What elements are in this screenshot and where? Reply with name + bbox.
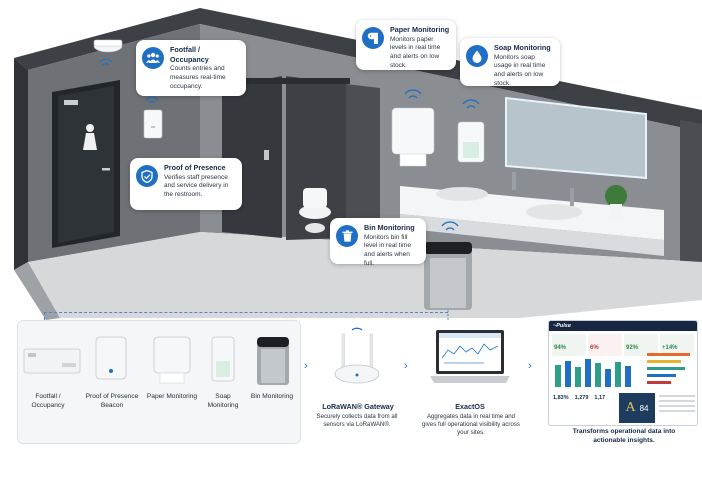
devices-panel: Footfall / Occupancy Proof of Presence B…: [17, 320, 301, 444]
device-label-presence: Proof of Presence Beacon: [85, 393, 139, 409]
stat-2: 1,279: [574, 395, 589, 401]
callout-bin-text: Monitors bin fill level in real time and…: [364, 233, 411, 268]
grade-letter: A: [625, 400, 636, 415]
kpi-1: 94%: [554, 345, 567, 351]
paper-roll-icon: [362, 27, 384, 49]
callout-soap-text: Monitors soap usage in real time and ale…: [494, 53, 546, 88]
smart-bin-image: [257, 337, 289, 385]
wifi-signals: [99, 58, 480, 231]
insights-desc: Transforms operational data into actiona…: [572, 428, 676, 444]
toilet-stalls: [220, 76, 380, 240]
soap-dispenser-image: [211, 336, 235, 382]
stat-1: 1,83%: [553, 395, 569, 401]
callout-presence-title: Proof of Presence: [164, 163, 226, 172]
exactos-laptop-image: [430, 330, 510, 383]
kpi-4: +14%: [662, 345, 678, 351]
callout-presence-text: Verifies staff presence and service deli…: [164, 173, 229, 199]
grade-score: 84: [639, 403, 649, 413]
paper-dispenser-image: [153, 336, 191, 384]
exactos-title: ExactOS: [455, 402, 485, 411]
callout-paper: Paper Monitoring Monitors paper levels i…: [356, 20, 456, 70]
callout-footfall-text: Counts entries and measures real-time oc…: [170, 65, 226, 90]
soap-drop-icon: [466, 45, 488, 67]
soap-dispenser: [457, 121, 485, 163]
pulse-dashboard: ~Pulse 94% 6% 92% +14% 1,83% 1,279 1,17 …: [548, 320, 698, 426]
restroom-door: [52, 80, 120, 248]
callout-bin: Bin Monitoring Monitors bin fill level i…: [330, 218, 426, 267]
callout-bin-title: Bin Monitoring: [364, 223, 415, 232]
dashboard-brand: ~Pulse: [553, 323, 571, 329]
device-label-paper: Paper Monitoring: [146, 393, 198, 400]
arrow-right-icon: ›: [404, 360, 408, 372]
paper-dispenser: [391, 107, 435, 167]
trash-icon: [336, 225, 358, 247]
gateway-desc: Securely collects data from all sensors …: [316, 413, 398, 429]
callout-paper-text: Monitors paper levels in real time and a…: [390, 35, 441, 70]
callout-footfall: Footfall / Occupancy Counts entries and …: [136, 40, 246, 96]
presence-beacon-image: [95, 336, 127, 380]
device-label-footfall: Footfall / Occupancy: [31, 393, 65, 409]
lorawan-gateway-image: [334, 327, 380, 384]
restroom-illustration: [14, 8, 702, 320]
callout-presence: Proof of Presence Verifies staff presenc…: [130, 158, 242, 210]
people-icon: [142, 47, 164, 69]
stat-3: 1,17: [594, 395, 606, 401]
smart-bin: [424, 242, 472, 310]
gateway-title: LoRaWAN® Gateway: [322, 402, 394, 411]
arrow-right-icon: ›: [304, 360, 308, 372]
callout-footfall-title: Footfall / Occupancy: [170, 45, 209, 64]
callout-soap-title: Soap Monitoring: [494, 43, 551, 52]
callout-soap: Soap Monitoring Monitors soap usage in r…: [460, 38, 560, 88]
footfall-sensor-image: [23, 348, 81, 374]
callout-paper-title: Paper Monitoring: [390, 25, 450, 34]
arrow-right-icon: ›: [528, 360, 532, 372]
kpi-3: 92%: [626, 345, 639, 351]
dashboard-bar-chart: [555, 359, 631, 387]
device-label-bin: Bin Monitoring: [250, 393, 294, 400]
shield-check-icon: [136, 165, 158, 187]
device-label-soap: Soap Monitoring: [207, 393, 239, 409]
exactos-desc: Aggregates data in real time and gives f…: [422, 413, 520, 437]
kpi-2: 6%: [590, 345, 599, 351]
